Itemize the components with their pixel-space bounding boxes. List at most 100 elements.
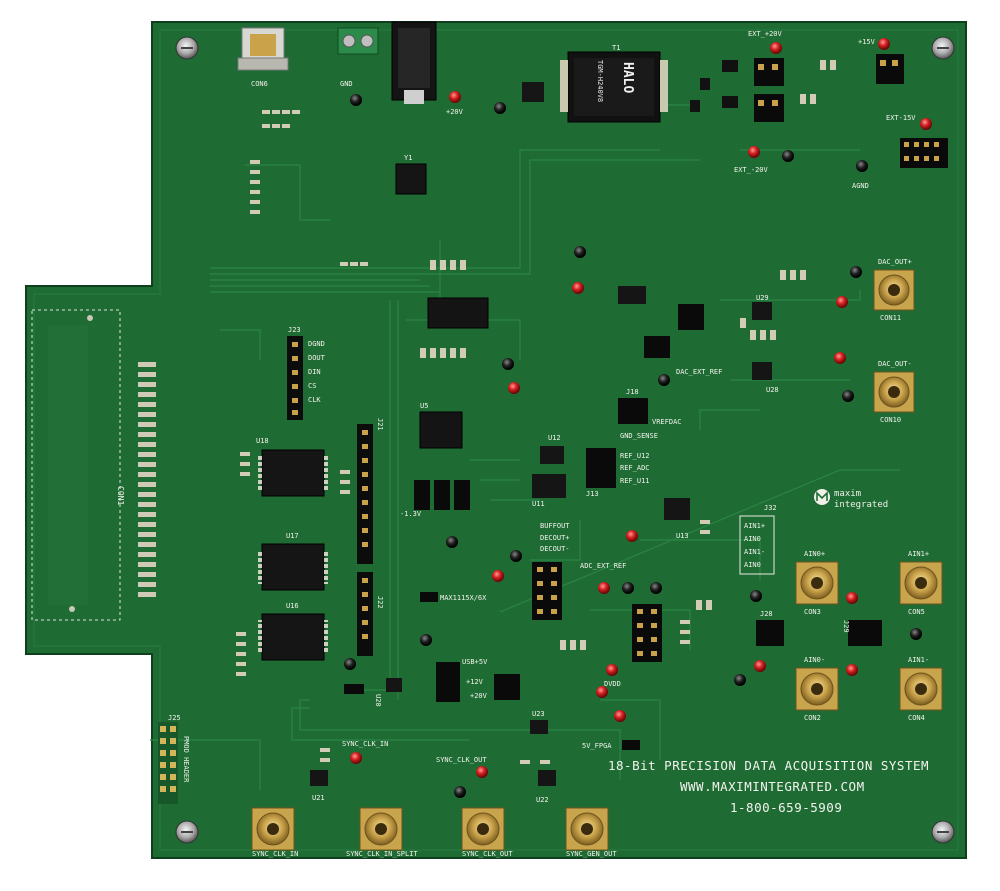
sma-con11 bbox=[873, 269, 915, 311]
j23-label: J23 bbox=[288, 326, 301, 334]
tp-black bbox=[350, 94, 362, 106]
sync-clk-in-top-label: SYNC_CLK_IN bbox=[342, 740, 388, 748]
j21-label: J21 bbox=[376, 418, 384, 431]
u20-label: U20 bbox=[374, 694, 382, 707]
con4-label: CON4 bbox=[908, 714, 925, 722]
j25-label: J25 bbox=[168, 714, 181, 722]
jumper-block-j16 bbox=[722, 58, 784, 122]
con2-label: CON2 bbox=[804, 714, 821, 722]
sma-con7 bbox=[251, 807, 295, 851]
tp-red bbox=[572, 282, 584, 294]
copper-traces bbox=[150, 104, 900, 790]
tp-red bbox=[754, 660, 766, 672]
jumper-j17 bbox=[876, 54, 904, 84]
jumper-j29 bbox=[848, 620, 882, 646]
tp-black bbox=[734, 674, 746, 686]
tp-red bbox=[492, 570, 504, 582]
p20v-b-label: +20V bbox=[470, 692, 488, 700]
con6-label: CON6 bbox=[251, 80, 268, 88]
u12-label: U12 bbox=[548, 434, 561, 442]
u16-label: U16 bbox=[286, 602, 299, 610]
tp-black bbox=[574, 246, 586, 258]
sync-clk-out-top-label: SYNC_CLK_OUT bbox=[436, 756, 487, 764]
ain0-n-label: AIN0- bbox=[804, 656, 825, 664]
tp-red bbox=[846, 664, 858, 676]
gnd-label: GND bbox=[340, 80, 353, 88]
j18-label: J18 bbox=[626, 388, 639, 396]
ic-u28 bbox=[752, 362, 772, 380]
j13-label: J13 bbox=[586, 490, 599, 498]
ext-n20v-label: EXT_-20V bbox=[734, 166, 769, 174]
tp-red bbox=[350, 752, 362, 764]
tp-black bbox=[502, 358, 514, 370]
sync-gen-out-label: SYNC_GEN_OUT bbox=[566, 850, 617, 858]
board-website: WWW.MAXIMINTEGRATED.COM bbox=[680, 779, 865, 794]
ext-15v-label: EXT-15V bbox=[886, 114, 916, 122]
tp-black bbox=[622, 582, 634, 594]
p20v-label: +20V bbox=[446, 108, 464, 116]
tp-black bbox=[658, 374, 670, 386]
vrefdac-label: VREFDAC bbox=[652, 418, 682, 426]
j32-ain0: AIN0 bbox=[744, 535, 761, 543]
j28-label: J28 bbox=[760, 610, 773, 618]
jumper-j28 bbox=[756, 620, 784, 646]
board-phone: 1-800-659-5909 bbox=[730, 800, 842, 815]
ain1-n-label: AIN1- bbox=[908, 656, 929, 664]
sma-con8 bbox=[359, 807, 403, 851]
m13v-label: -1.3V bbox=[400, 510, 422, 518]
ain0-p-label: AIN0+ bbox=[804, 550, 825, 558]
tp-black bbox=[856, 160, 868, 172]
ext-20v-label: EXT_+20V bbox=[748, 30, 783, 38]
tp-red bbox=[626, 530, 638, 542]
clk-label: CLK bbox=[308, 396, 321, 404]
tp-black bbox=[750, 590, 762, 602]
smd-components bbox=[236, 60, 836, 764]
jumper-5v-fpga bbox=[622, 740, 640, 750]
header-j27 bbox=[900, 138, 948, 168]
j32-box bbox=[739, 515, 775, 575]
transformer-part: TGM-H240V8 bbox=[596, 60, 604, 102]
u22-label: U22 bbox=[536, 796, 549, 804]
con11-label: CON11 bbox=[880, 314, 901, 322]
j32-ain1n: AIN1- bbox=[744, 548, 765, 556]
jumper-usb-5v bbox=[436, 662, 460, 702]
terminal-block bbox=[337, 27, 379, 55]
tp-red bbox=[770, 42, 782, 54]
jumper-trio bbox=[414, 480, 470, 510]
ic-u20 bbox=[386, 678, 402, 692]
tp-red bbox=[449, 91, 461, 103]
p15v-label: +15V bbox=[858, 38, 876, 46]
t1-label: T1 bbox=[612, 44, 620, 52]
pcb-board-inner-sheen bbox=[33, 29, 959, 851]
tp-red bbox=[598, 582, 610, 594]
dout-label: DOUT bbox=[308, 354, 326, 362]
tp-red bbox=[476, 766, 488, 778]
header-j23 bbox=[287, 336, 303, 420]
j32-ain1p: AIN1+ bbox=[744, 522, 765, 530]
test-points bbox=[344, 38, 932, 798]
sync-clk-in-split-label: SYNC_CLK_IN_SPLIT bbox=[346, 850, 418, 858]
pmod-header bbox=[158, 722, 178, 804]
sync-clk-in-label: SYNC_CLK_IN bbox=[252, 850, 298, 858]
jumper-max-select bbox=[420, 592, 438, 602]
sma-connectors bbox=[251, 269, 943, 851]
jumper-vrefdac bbox=[644, 304, 704, 358]
jumper-20v bbox=[494, 674, 520, 700]
dac-out-p-label: DAC_OUT+ bbox=[878, 258, 912, 266]
tp-red bbox=[508, 382, 520, 394]
jumper-j18 bbox=[618, 398, 648, 424]
ref-u11-label: REF_U11 bbox=[620, 477, 650, 485]
tp-red bbox=[748, 146, 760, 158]
tp-black bbox=[910, 628, 922, 640]
sma-con5 bbox=[899, 561, 943, 605]
j22-label: J22 bbox=[376, 596, 384, 609]
ic-u17 bbox=[256, 543, 330, 591]
usb-5v-label: USB+5V bbox=[462, 658, 488, 666]
usb-connector bbox=[237, 27, 289, 71]
dac-out-n-label: DAC_OUT- bbox=[878, 360, 912, 368]
jumper-j13 bbox=[586, 448, 616, 488]
ic-u11 bbox=[532, 474, 566, 498]
sma-con22 bbox=[461, 807, 505, 851]
header-j10 bbox=[532, 562, 562, 620]
maxim-brand-line2: integrated bbox=[834, 500, 888, 510]
